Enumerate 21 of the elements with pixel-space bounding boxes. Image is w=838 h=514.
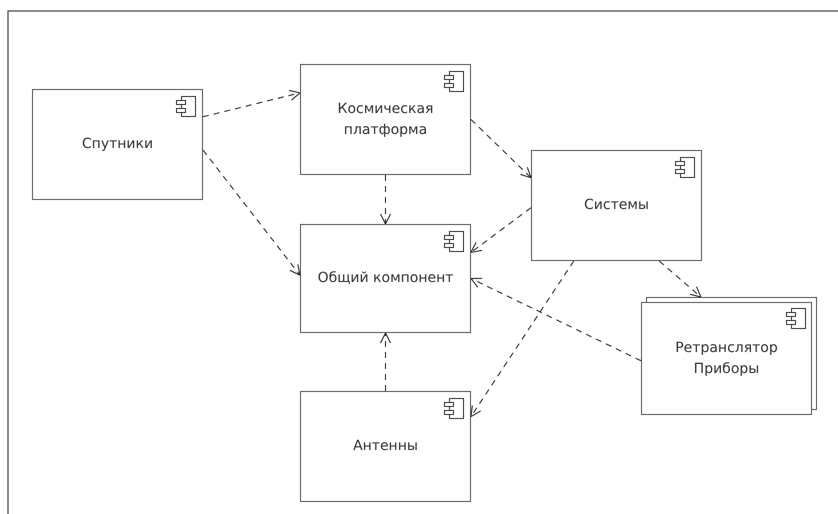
component-box: [531, 150, 702, 261]
dependency-arrow: [470, 119, 532, 178]
component-name: Общий компонент: [318, 269, 454, 288]
component-name: Антенны: [353, 437, 418, 456]
dependency-arrow: [658, 260, 702, 298]
dependency-arrow: [470, 207, 532, 253]
dependency-arrow: [202, 150, 300, 276]
component-box: [32, 89, 203, 200]
dependency-arrow: [202, 90, 300, 118]
component-box: [300, 224, 471, 333]
stacked-component-box: [641, 297, 817, 415]
dependency-arrow: [470, 260, 574, 418]
component-name: Космическая платформа: [336, 100, 434, 140]
dependency-arrow: [380, 332, 391, 392]
component-box: [300, 64, 471, 175]
component-name: Спутники: [82, 135, 154, 154]
component-box: [300, 391, 471, 502]
component-name: Системы: [584, 196, 649, 215]
component-name: Ретранслятор Приборы: [674, 338, 779, 378]
dependency-arrow: [470, 278, 642, 362]
dependency-arrow: [380, 174, 391, 224]
